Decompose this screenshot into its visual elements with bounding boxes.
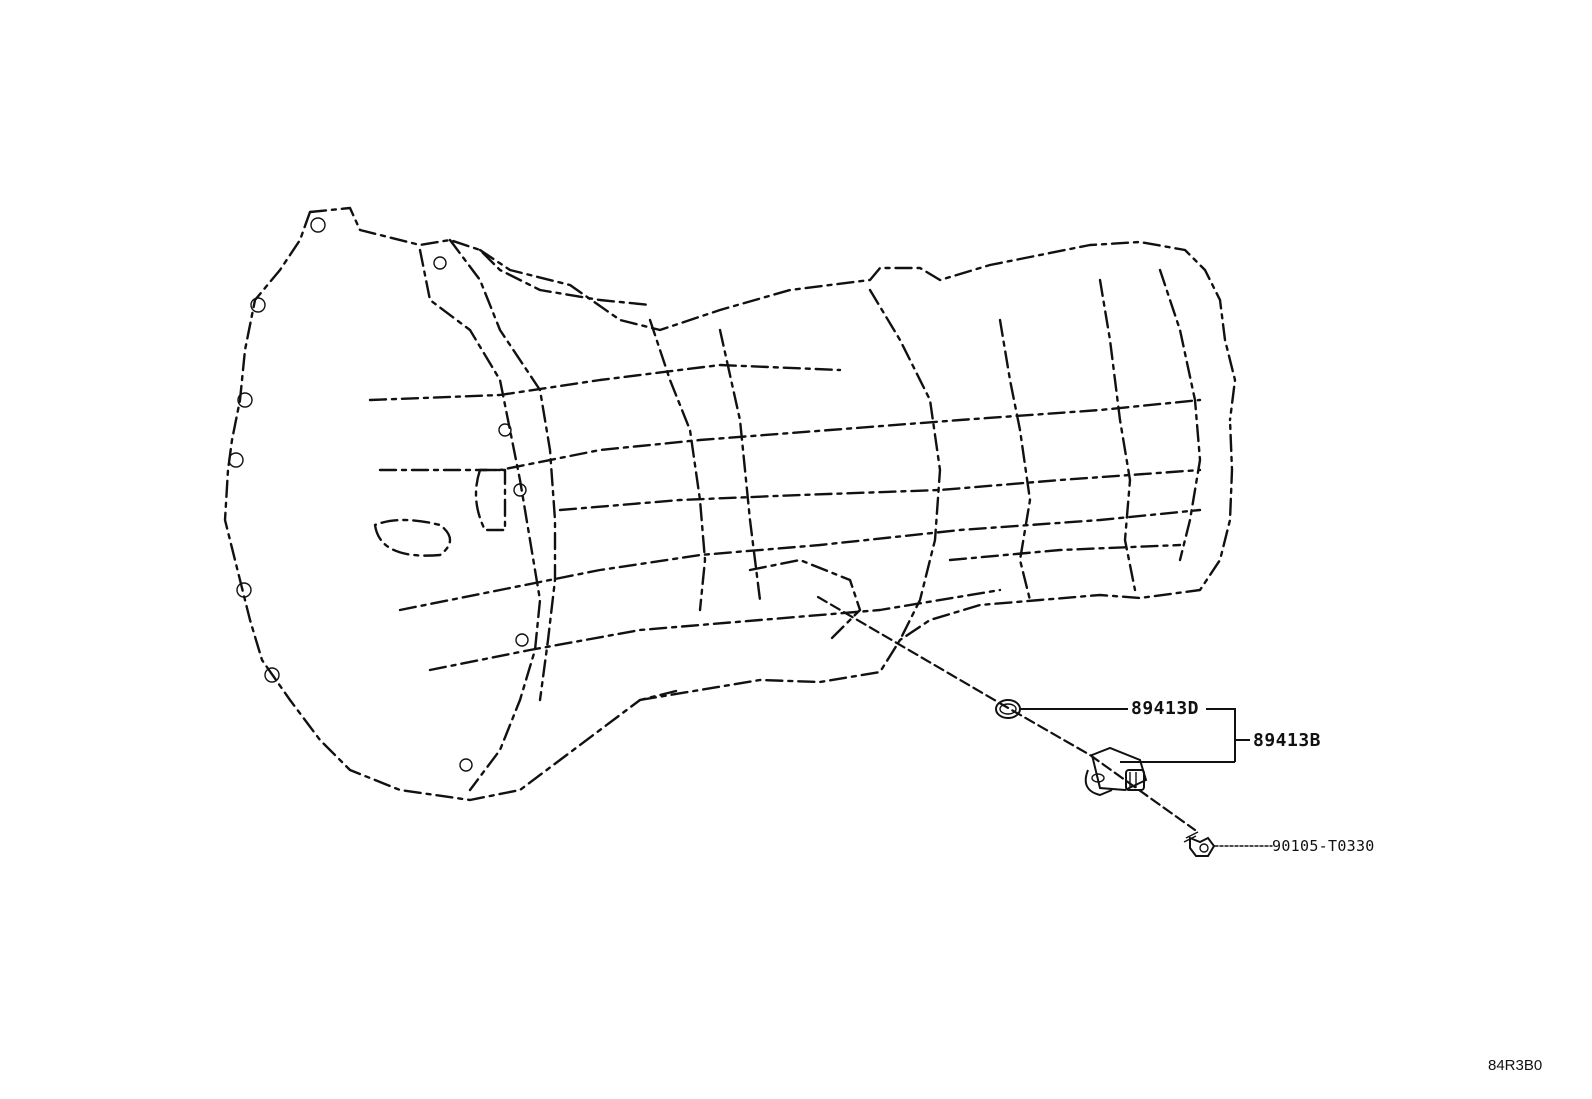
bell-housing-flange (418, 248, 542, 792)
stringer-1 (368, 363, 842, 402)
bell-housing-flange-inner (448, 238, 557, 702)
label-89413D: 89413D (1131, 698, 1200, 719)
bracket-89413B (1206, 708, 1250, 762)
stringer-3 (558, 468, 1202, 512)
sensor-boss (748, 558, 862, 642)
mid-band-2 (868, 288, 942, 642)
figure-code: 84R3B0 (1488, 1057, 1543, 1074)
stringer-4 (398, 508, 1202, 612)
input-shaft-oval (373, 518, 452, 557)
speed-sensor (1084, 746, 1148, 797)
tail-rib-2 (1098, 278, 1137, 592)
bell-housing-bolt-holes (228, 217, 529, 772)
stringer-2 (378, 398, 1202, 472)
input-shaft-opening (474, 468, 507, 532)
bell-housing-outline (223, 206, 682, 802)
mid-band-1 (648, 318, 707, 612)
case-bottom-outline (638, 418, 1234, 702)
label-90105-T0330: 90105-T0330 (1272, 837, 1375, 855)
stringer-6 (948, 543, 1182, 562)
label-89413B: 89413B (1253, 730, 1322, 751)
case-top-outline (478, 240, 1237, 422)
stringer-5 (428, 588, 1002, 672)
mid-band-3 (718, 328, 762, 602)
exploded-axis-line (816, 595, 1197, 832)
bolt (1183, 831, 1216, 857)
tail-rib-1 (998, 318, 1032, 602)
tail-rib-3 (1158, 268, 1202, 562)
